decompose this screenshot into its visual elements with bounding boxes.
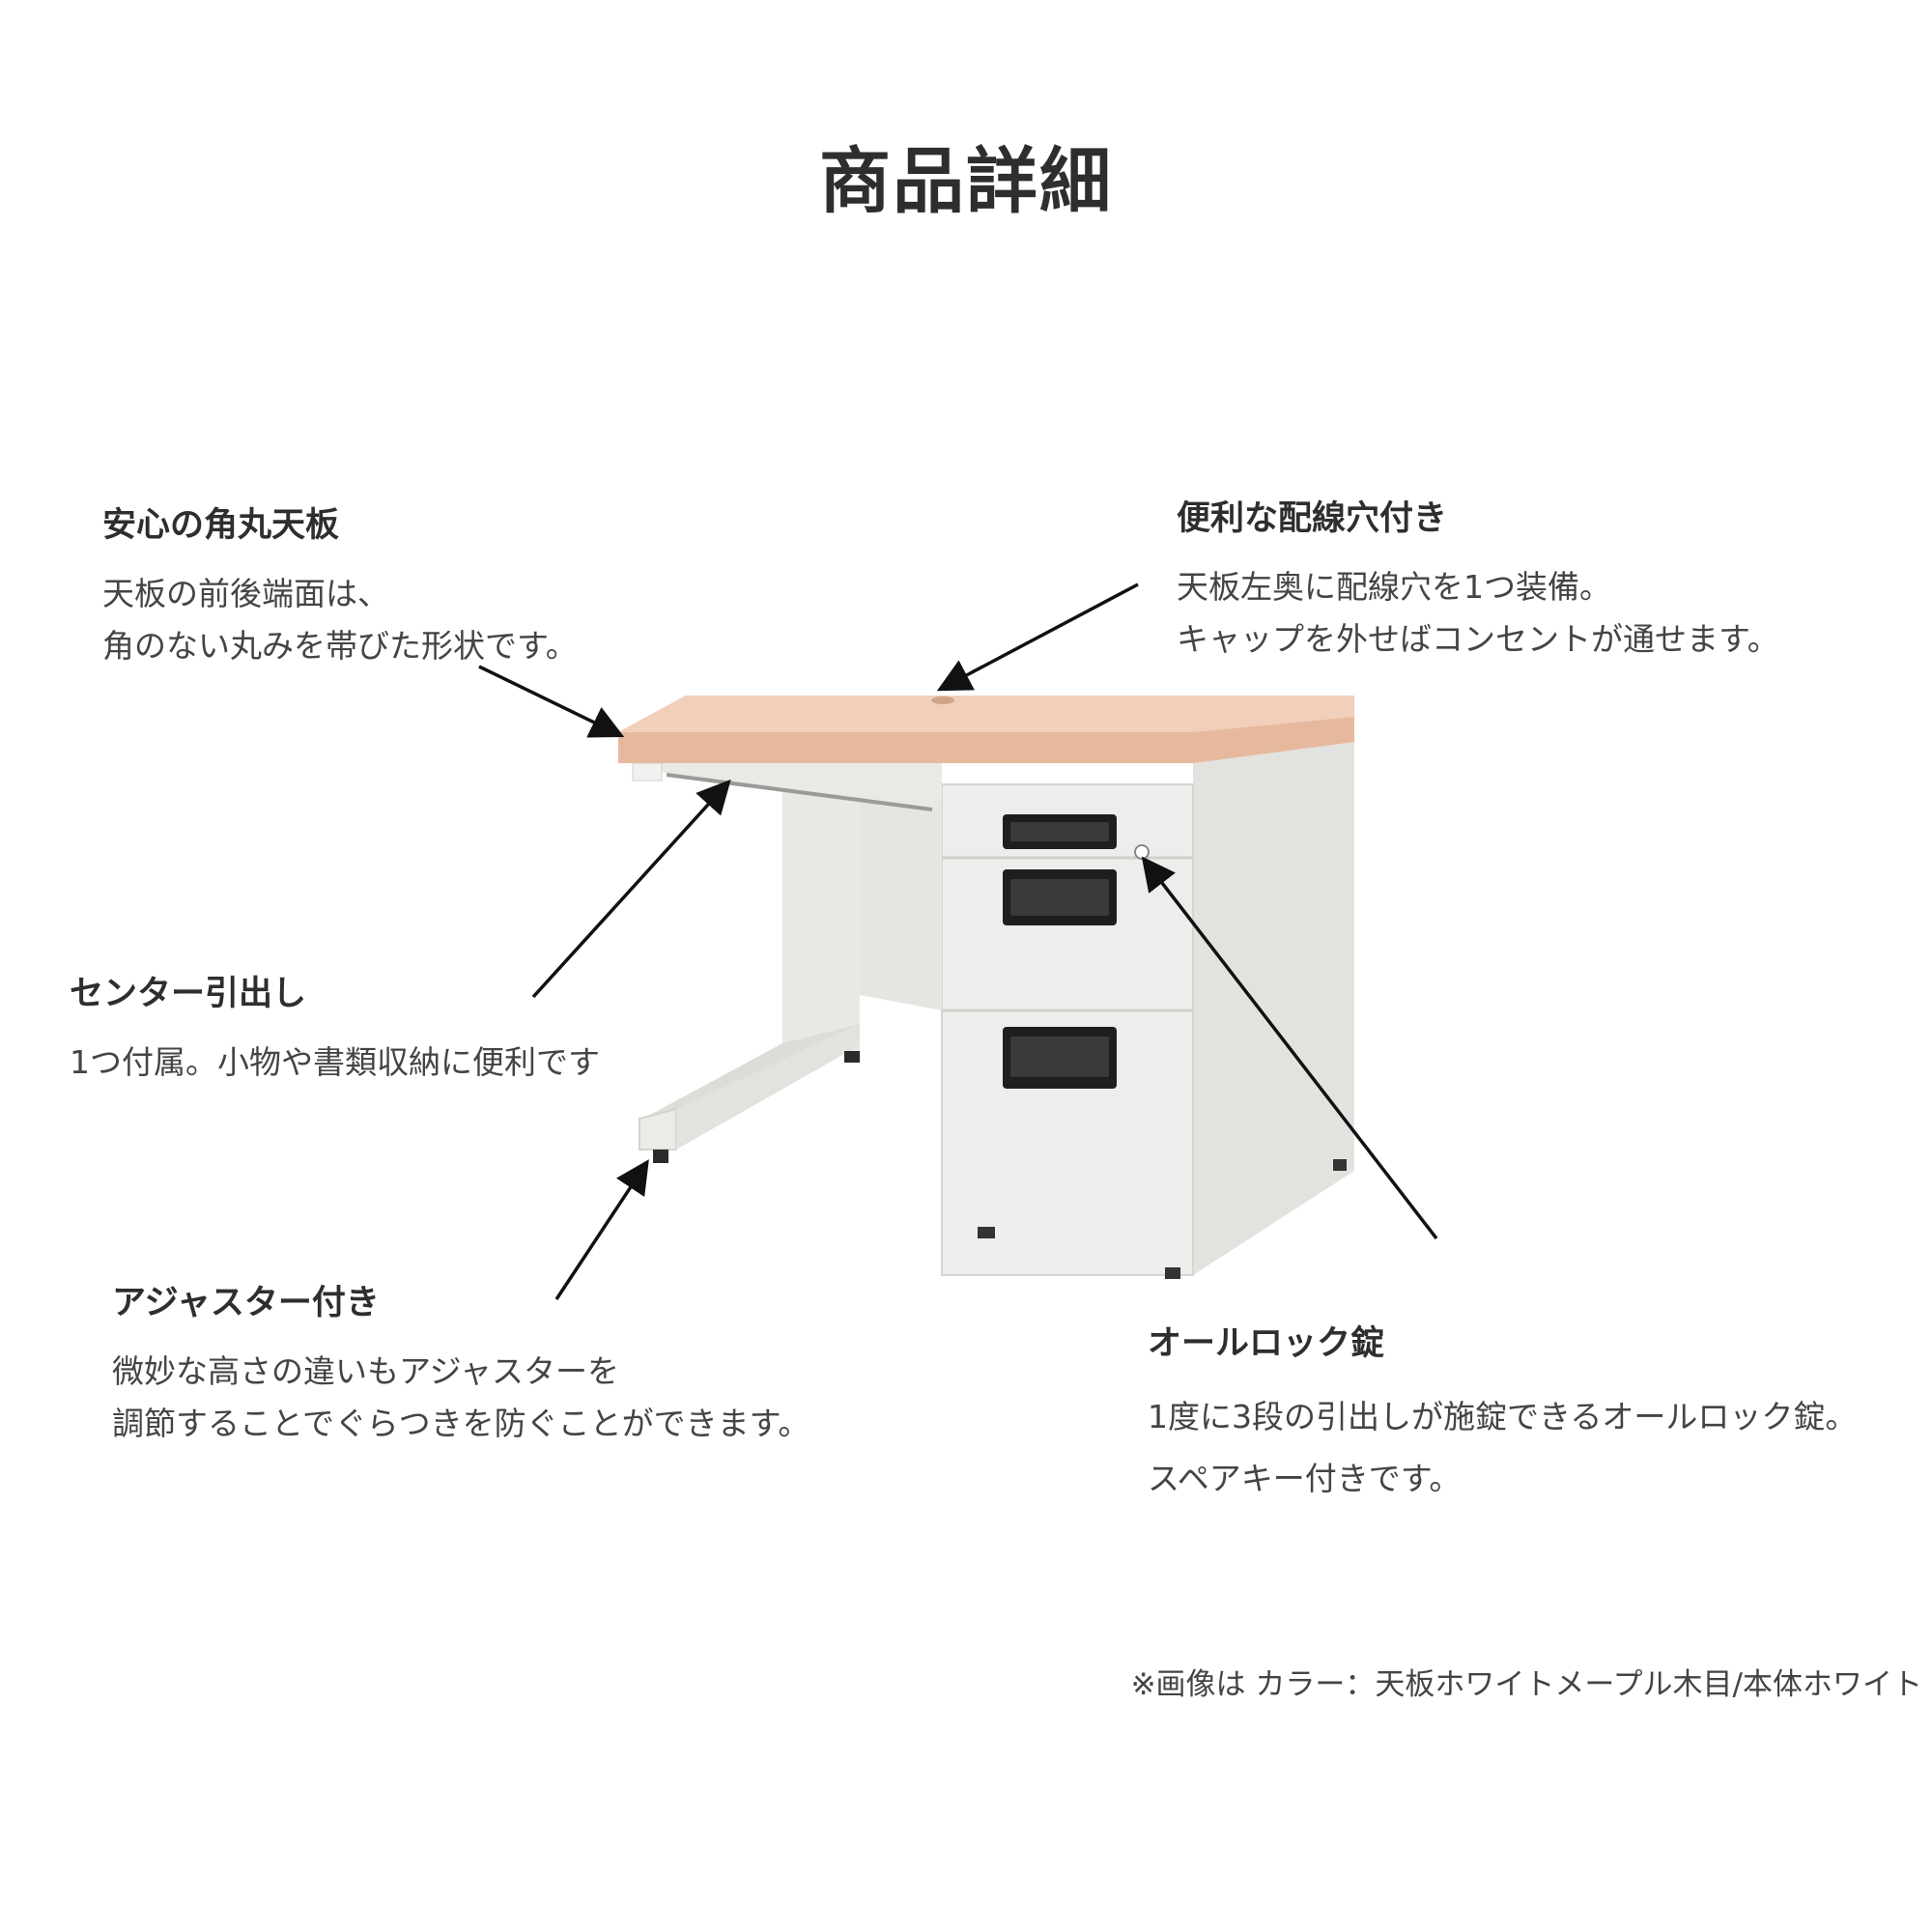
callout-heading: センター引出し bbox=[70, 975, 307, 1013]
callout-heading: アジャスター付き bbox=[112, 1284, 380, 1322]
center-drawer bbox=[633, 763, 942, 810]
callout-heading: オールロック錠 bbox=[1148, 1324, 1385, 1363]
callout-heading: 便利な配線穴付き bbox=[1177, 499, 1448, 538]
arrow-adjuster bbox=[554, 1159, 649, 1300]
cabinet-side bbox=[1193, 742, 1354, 1275]
callout-cable-hole: 便利な配線穴付き 天板左奥に配線穴を1つ装備。 キャップを外せばコンセントが通せ… bbox=[1177, 491, 1779, 666]
callout-body: 1つ付属。小物や書類収納に便利です bbox=[70, 1043, 600, 1081]
callout-all-lock: オールロック錠 1度に3段の引出しが施錠できるオールロック錠。 スペアキー付きで… bbox=[1148, 1316, 1857, 1510]
callout-body: 1度に3段の引出しが施錠できるオールロック錠。 スペアキー付きです。 bbox=[1148, 1398, 1858, 1497]
callout-center-drawer: センター引出し 1つ付属。小物や書類収納に便利です bbox=[70, 966, 600, 1089]
cable-hole bbox=[931, 696, 954, 704]
leg-base bbox=[639, 1107, 677, 1151]
left-leg bbox=[782, 782, 860, 1053]
arrow-center-drawer bbox=[531, 779, 731, 999]
callout-body: 微妙な高さの違いもアジャスターを 調節することでぐらつきを防ぐことができます。 bbox=[112, 1352, 810, 1442]
callout-adjuster: アジャスター付き 微妙な高さの違いもアジャスターを 調節することでぐらつきを防ぐ… bbox=[112, 1275, 810, 1450]
modesty-panel bbox=[860, 798, 942, 1010]
callout-body: 天板左奥に配線穴を1つ装備。 キャップを外せばコンセントが通せます。 bbox=[1177, 568, 1779, 658]
adjuster-foot bbox=[653, 1150, 668, 1163]
arrow-cable-hole bbox=[936, 582, 1139, 692]
callout-rounded-top: 安心の角丸天板 天板の前後端面は、 角のない丸みを帯びた形状です。 bbox=[102, 497, 578, 672]
page-title: 商品詳細 bbox=[819, 140, 1113, 223]
callout-body: 天板の前後端面は、 角のない丸みを帯びた形状です。 bbox=[102, 575, 578, 665]
arrow-all-lock bbox=[1141, 856, 1438, 1240]
callout-heading: 安心の角丸天板 bbox=[102, 506, 340, 545]
image-footnote: ※画像は カラー：天板ホワイトメープル木目/本体ホワイト bbox=[1130, 1667, 1922, 1702]
lock-icon bbox=[1134, 844, 1150, 860]
arrow-rounded-top bbox=[478, 665, 625, 738]
